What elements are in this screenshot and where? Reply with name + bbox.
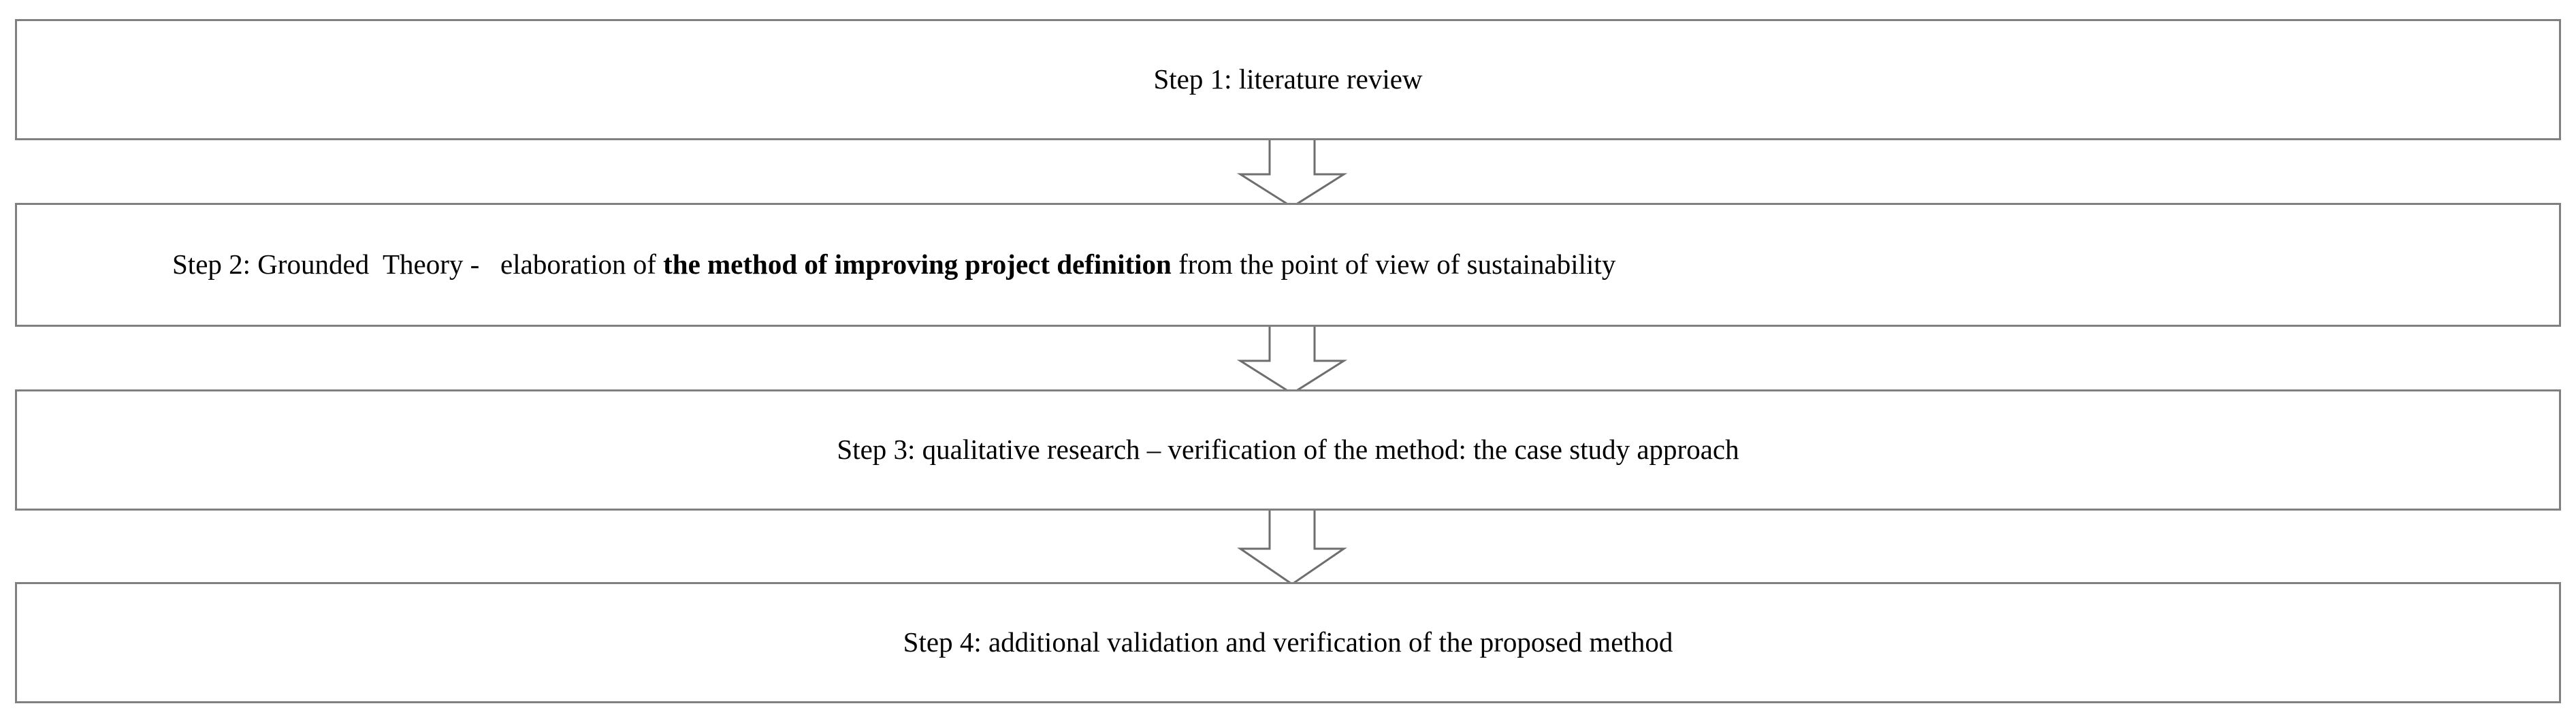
step-3-box: Step 3: qualitative research – verificat… (15, 389, 2561, 511)
connector-arrow-step-2-to-step-3 (1236, 323, 1348, 395)
step-3-label: Step 3: qualitative research – verificat… (837, 434, 1739, 466)
connector-arrow-step-3-to-step-4 (1237, 508, 1347, 585)
step-1-box: Step 1: literature review (15, 19, 2561, 140)
step-2-label: Step 2: Grounded Theory - elaboration of… (172, 248, 1616, 280)
down-arrow-icon (1237, 508, 1347, 585)
connector-arrow-step-1-to-step-2 (1236, 136, 1348, 208)
step-2-box: Step 2: Grounded Theory - elaboration of… (15, 203, 2561, 327)
down-arrow-icon (1236, 136, 1348, 208)
step-1-label: Step 1: literature review (1153, 63, 1423, 95)
step-4-label: Step 4: additional validation and verifi… (903, 626, 1673, 658)
down-arrow-icon (1236, 323, 1348, 395)
step-4-box: Step 4: additional validation and verifi… (15, 582, 2561, 703)
